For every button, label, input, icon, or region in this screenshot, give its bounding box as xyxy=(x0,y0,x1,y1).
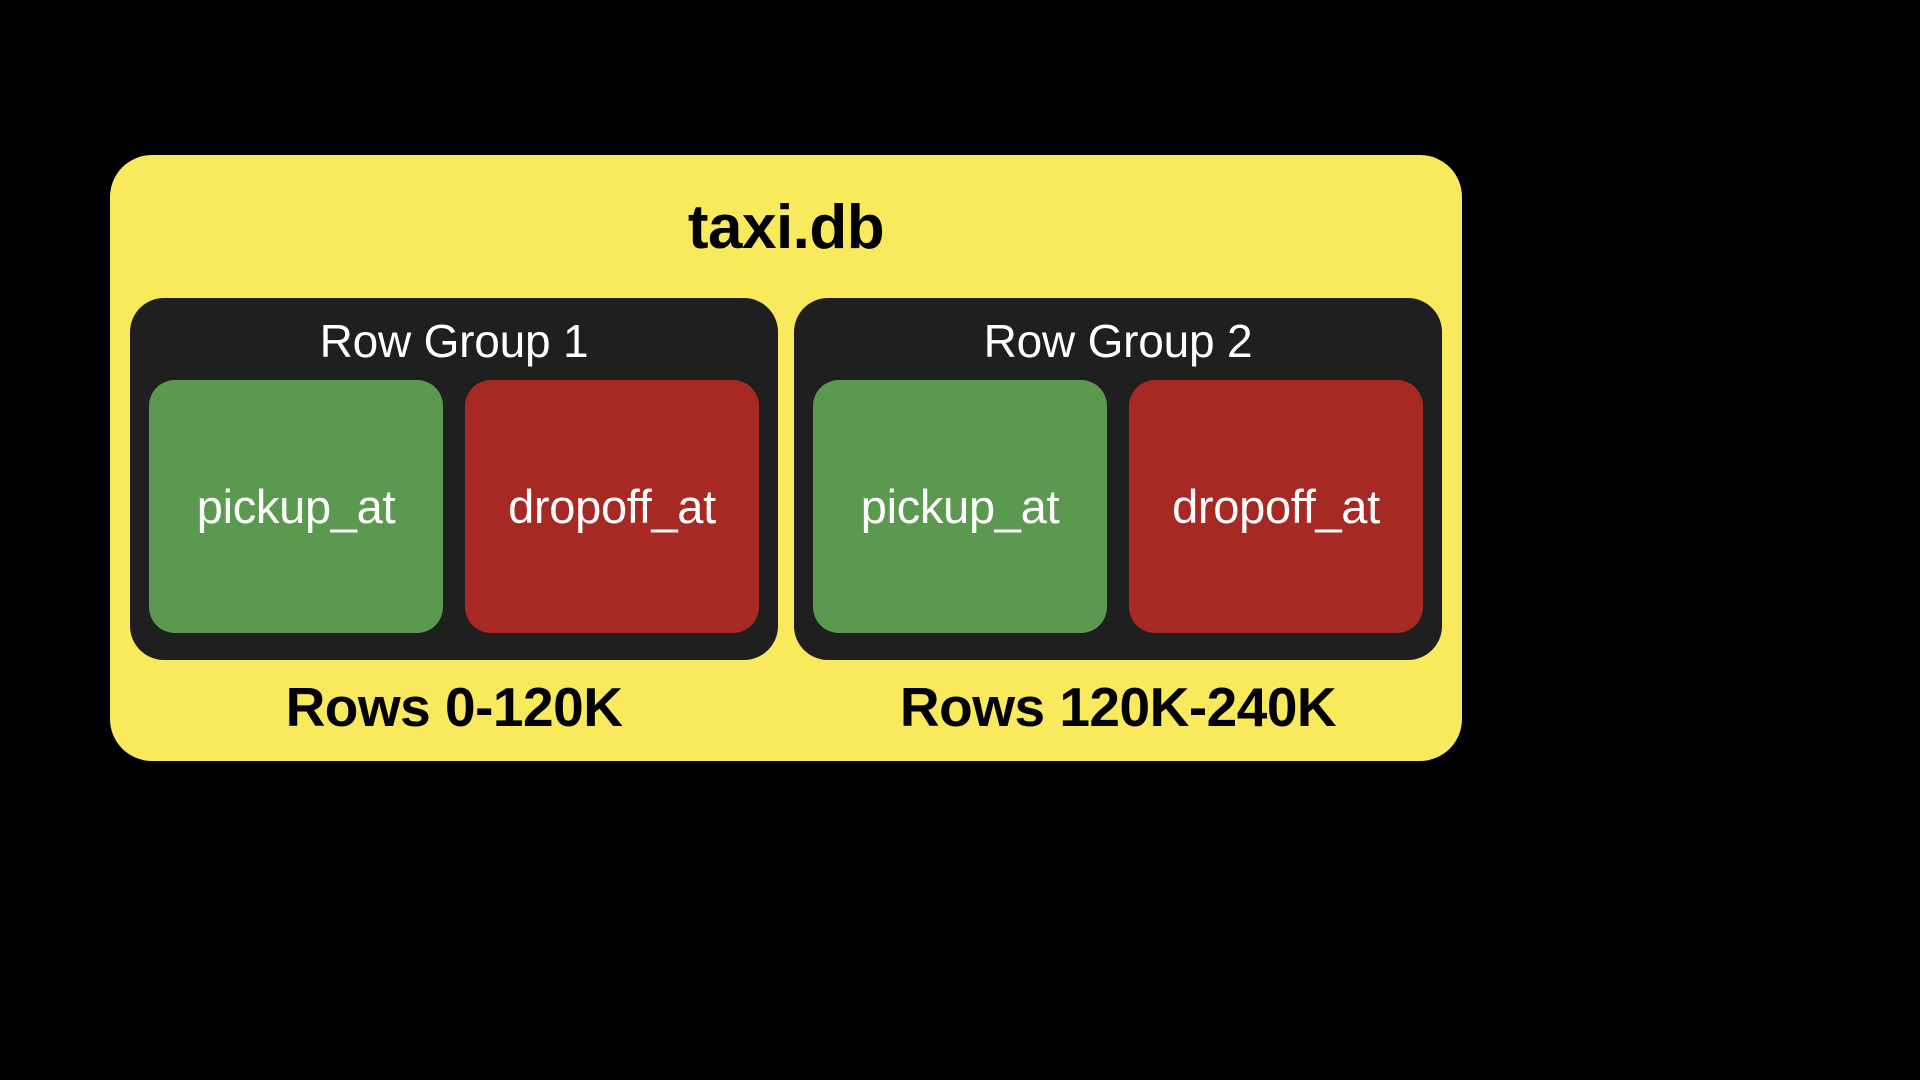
row-group-2-box: Row Group 2 pickup_at dropoff_at xyxy=(794,298,1442,660)
row-group-1-column-pickup-at-label: pickup_at xyxy=(196,480,396,534)
row-group-2-column-pickup-at: pickup_at xyxy=(813,380,1107,634)
database-title: taxi.db xyxy=(687,193,885,262)
row-group-2-column-dropoff-at-label: dropoff_at xyxy=(1172,480,1380,534)
database-panel: taxi.db Row Group 1 pickup_at dropoff_at xyxy=(110,155,1462,761)
row-group-1-rows-label: Rows 0-120K xyxy=(285,676,623,738)
row-group-2-rows-label: Rows 120K-240K xyxy=(899,676,1337,738)
row-group-2-column-pickup-at-label: pickup_at xyxy=(860,480,1060,534)
row-group-1-columns: pickup_at dropoff_at xyxy=(130,380,778,634)
row-group-2-column: Row Group 2 pickup_at dropoff_at Rows 12… xyxy=(794,298,1442,735)
row-group-2-label: Row Group 2 xyxy=(983,315,1253,367)
row-group-2-column-dropoff-at: dropoff_at xyxy=(1129,380,1423,634)
row-group-1-column-dropoff-at-label: dropoff_at xyxy=(508,480,716,534)
row-group-1-label: Row Group 1 xyxy=(319,315,589,367)
row-group-1-column-dropoff-at: dropoff_at xyxy=(465,380,759,634)
row-group-2-columns: pickup_at dropoff_at xyxy=(794,380,1442,634)
row-group-1-column-pickup-at: pickup_at xyxy=(149,380,443,634)
row-group-1-column: Row Group 1 pickup_at dropoff_at Rows 0-… xyxy=(130,298,778,735)
row-group-1-box: Row Group 1 pickup_at dropoff_at xyxy=(130,298,778,660)
row-groups-container: Row Group 1 pickup_at dropoff_at Rows 0-… xyxy=(130,298,1442,743)
